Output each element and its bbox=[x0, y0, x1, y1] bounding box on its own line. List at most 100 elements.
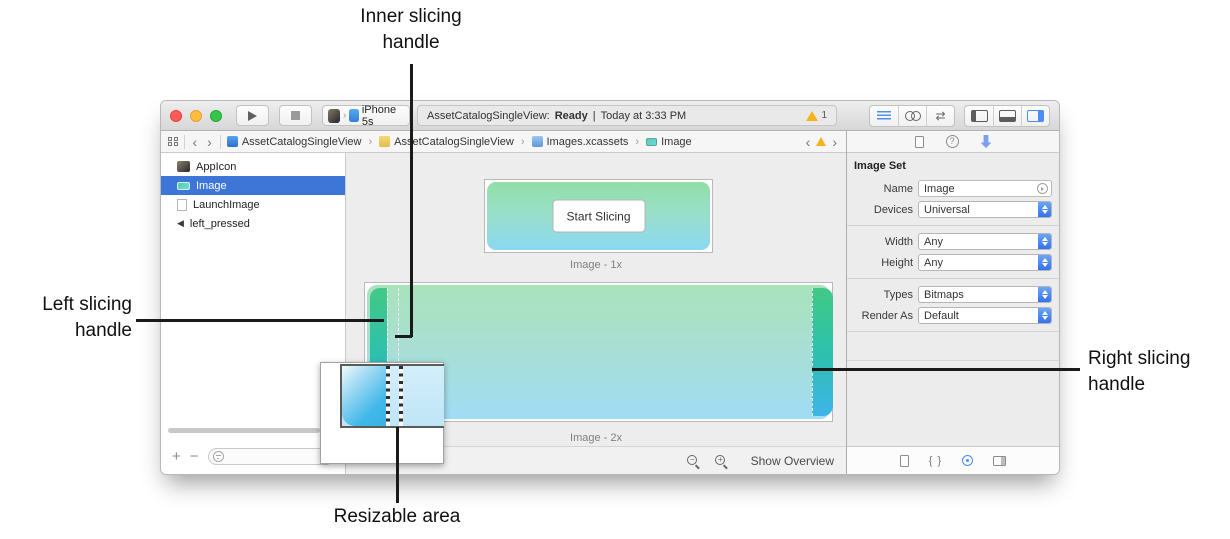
inspector-panel-icon bbox=[1027, 109, 1044, 122]
name-row: Name Image bbox=[847, 180, 1052, 197]
popup-stepper-icon bbox=[1038, 287, 1051, 302]
object-library-icon[interactable] bbox=[962, 455, 974, 466]
left-slicing-handle[interactable] bbox=[387, 288, 388, 416]
breadcrumb-image[interactable]: Image bbox=[646, 136, 692, 148]
breadcrumb-separator: › bbox=[520, 135, 525, 148]
assistant-editor-button[interactable] bbox=[898, 105, 926, 126]
types-popup[interactable]: Bitmaps bbox=[918, 286, 1052, 303]
inspector-panel: ? Image Set Name Image Devices bbox=[847, 131, 1059, 474]
zoom-out-button[interactable]: − bbox=[686, 454, 701, 468]
right-slicing-handle[interactable] bbox=[812, 288, 813, 416]
traffic-lights bbox=[170, 109, 222, 122]
close-window-button[interactable] bbox=[170, 109, 182, 122]
breadcrumb-separator: › bbox=[368, 135, 373, 148]
device-icon bbox=[349, 109, 359, 122]
breadcrumb-label: AssetCatalogSingleView bbox=[394, 135, 514, 148]
sidebar-footer: + − bbox=[161, 439, 345, 474]
width-popup[interactable]: Any bbox=[918, 233, 1052, 250]
list-item-label: AppIcon bbox=[196, 160, 237, 173]
previous-issue-button[interactable]: ‹ bbox=[805, 133, 811, 150]
height-value: Any bbox=[924, 256, 943, 269]
height-row: Height Any bbox=[847, 254, 1052, 271]
add-asset-button[interactable]: + bbox=[172, 448, 181, 465]
list-item-image[interactable]: Image bbox=[161, 176, 345, 195]
magnified-left-slicing-handle bbox=[386, 366, 390, 426]
breadcrumb-label: Image bbox=[661, 135, 692, 148]
image-1x-label: Image - 1x bbox=[570, 259, 622, 271]
asset-catalog-icon bbox=[531, 136, 543, 147]
slicing-magnifier-inset bbox=[320, 362, 444, 464]
field-label: Devices bbox=[873, 203, 913, 216]
remove-asset-button[interactable]: − bbox=[189, 448, 199, 465]
show-overview-button[interactable]: Show Overview bbox=[750, 453, 834, 468]
library-bar: { } bbox=[847, 446, 1059, 474]
quick-help-tab[interactable]: ? bbox=[945, 135, 959, 148]
inner-slicing-handle[interactable] bbox=[398, 288, 399, 416]
editor-mode-segment: ⇄ bbox=[869, 104, 955, 127]
related-items-icon[interactable] bbox=[168, 136, 178, 147]
list-item-left-pressed[interactable]: ◀ left_pressed bbox=[161, 214, 345, 233]
render-as-popup[interactable]: Default bbox=[918, 307, 1052, 324]
status-state: Ready bbox=[554, 109, 588, 122]
image-2x-label: Image - 2x bbox=[570, 432, 622, 444]
standard-editor-icon bbox=[877, 110, 891, 121]
devices-popup[interactable]: Universal bbox=[918, 201, 1052, 218]
popup-stepper-icon bbox=[1038, 234, 1051, 249]
slicing-editor-canvas: Start Slicing Image - 1x bbox=[346, 153, 846, 474]
field-label: Render As bbox=[861, 309, 913, 322]
breadcrumb-group[interactable]: AssetCatalogSingleView bbox=[379, 136, 514, 148]
breadcrumb-xcassets[interactable]: Images.xcassets bbox=[531, 136, 628, 148]
file-inspector-tab[interactable] bbox=[914, 135, 924, 148]
jump-bar: ‹ › AssetCatalogSingleView › AssetCatalo… bbox=[161, 131, 846, 153]
list-item-launchimage[interactable]: LaunchImage bbox=[161, 195, 345, 214]
popup-stepper-icon bbox=[1038, 202, 1051, 217]
types-value: Bitmaps bbox=[924, 288, 964, 301]
filter-field[interactable] bbox=[207, 448, 334, 465]
attributes-inspector-tab[interactable] bbox=[980, 135, 992, 148]
standard-editor-button[interactable] bbox=[870, 106, 898, 126]
image-2x-well[interactable] bbox=[364, 282, 833, 422]
right-end-cap bbox=[812, 288, 833, 416]
image-1x-well[interactable]: Start Slicing bbox=[484, 179, 713, 253]
inner-callout-line-elbow bbox=[395, 335, 412, 338]
start-slicing-button[interactable]: Start Slicing bbox=[552, 199, 645, 233]
render-as-value: Default bbox=[924, 309, 959, 322]
zoom-window-button[interactable] bbox=[210, 109, 222, 122]
next-issue-button[interactable]: › bbox=[832, 133, 837, 150]
stop-button[interactable] bbox=[279, 105, 312, 126]
issue-navigation: ‹ › bbox=[804, 135, 839, 149]
left-arrow-thumbnail-icon: ◀ bbox=[177, 218, 184, 228]
version-editor-button[interactable]: ⇄ bbox=[926, 105, 954, 126]
back-button[interactable]: ‹ bbox=[192, 133, 198, 150]
zoom-in-button[interactable]: + bbox=[714, 454, 729, 468]
scheme-selector[interactable]: › iPhone 5s bbox=[322, 104, 410, 128]
list-item-label: left_pressed bbox=[189, 217, 250, 230]
jumpbar-divider bbox=[219, 134, 221, 149]
left-callout-line bbox=[136, 319, 384, 322]
jumpbar-divider bbox=[183, 134, 185, 149]
name-field[interactable]: Image bbox=[918, 180, 1052, 197]
height-popup[interactable]: Any bbox=[918, 254, 1052, 271]
status-warnings[interactable]: 1 bbox=[806, 110, 827, 121]
navigate-icon[interactable] bbox=[1037, 183, 1048, 194]
field-label: Height bbox=[881, 256, 913, 269]
image-2x-preview bbox=[367, 285, 833, 419]
forward-button[interactable]: › bbox=[207, 133, 212, 150]
attributes-inspector: Image Set Name Image Devices Universal bbox=[847, 153, 1059, 446]
minimize-window-button[interactable] bbox=[190, 109, 202, 122]
appicon-thumbnail-icon bbox=[177, 161, 190, 172]
window-body: ‹ › AssetCatalogSingleView › AssetCatalo… bbox=[161, 131, 1059, 474]
scheme-app-icon bbox=[328, 108, 341, 123]
breadcrumb-project[interactable]: AssetCatalogSingleView bbox=[226, 136, 362, 148]
code-snippet-library-icon[interactable]: { } bbox=[928, 454, 943, 467]
run-button[interactable] bbox=[236, 105, 269, 126]
media-library-icon[interactable] bbox=[993, 455, 1007, 466]
navigator-toggle-button[interactable] bbox=[965, 106, 993, 126]
horizontal-scrollbar[interactable] bbox=[168, 428, 320, 433]
debug-area-toggle-button[interactable] bbox=[993, 105, 1021, 126]
warning-icon[interactable] bbox=[816, 137, 827, 146]
list-item-appicon[interactable]: AppIcon bbox=[161, 157, 345, 176]
inspector-toggle-button[interactable] bbox=[1021, 105, 1049, 126]
field-label: Types bbox=[883, 288, 913, 301]
file-template-library-icon[interactable] bbox=[899, 454, 909, 467]
